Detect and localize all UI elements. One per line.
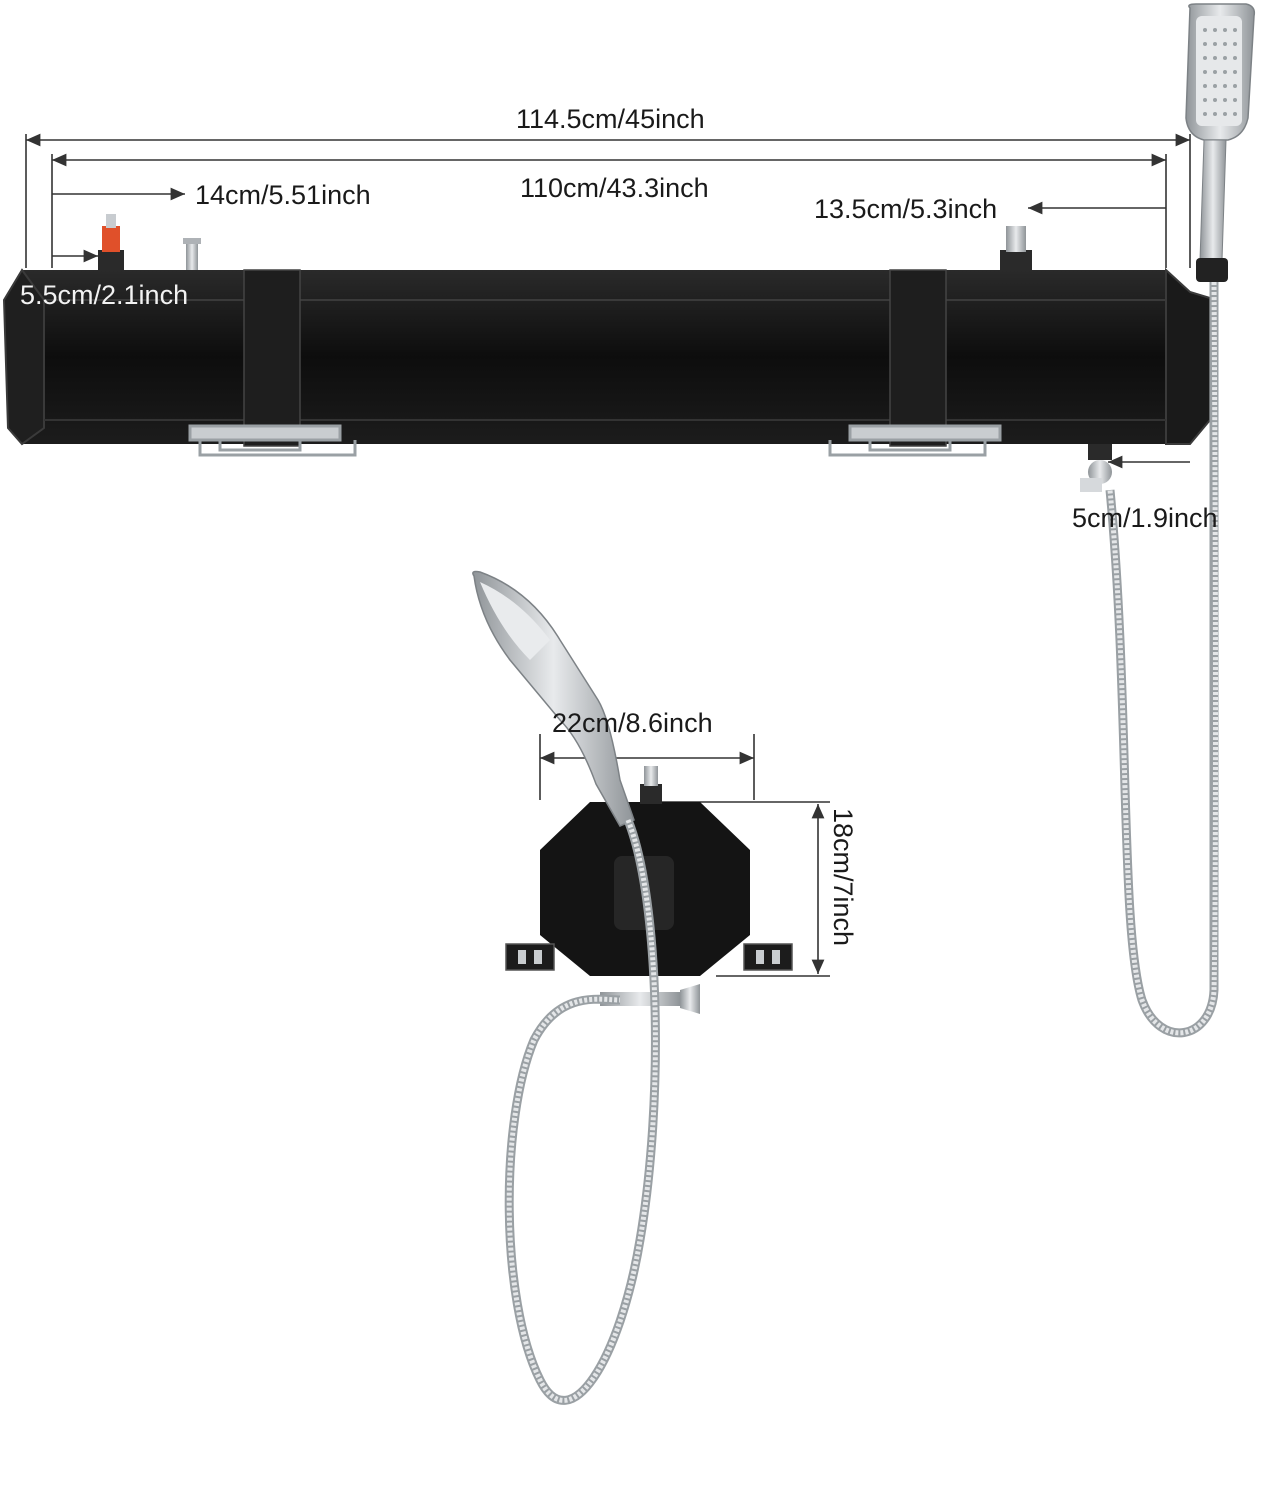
side-inlet-icon xyxy=(640,766,662,804)
side-hose-icon xyxy=(504,818,660,1405)
outlet-offset-label: 5cm/1.9inch xyxy=(1072,503,1218,533)
dimension-lines xyxy=(25,133,1191,977)
water-inlet-icon xyxy=(1000,226,1032,270)
side-width-label: 22cm/8.6inch xyxy=(552,708,713,738)
right-inlet-offset-label: 13.5cm/5.3inch xyxy=(814,194,998,224)
shower-head-icon xyxy=(1185,3,1256,282)
side-shower-head-icon xyxy=(472,570,635,827)
outlet-valve-icon xyxy=(1080,444,1112,492)
mount-bracket-left xyxy=(188,424,357,457)
end-cap-offset-label: 5.5cm/2.1inch xyxy=(20,280,189,310)
tank-length-label: 110cm/43.3inch xyxy=(520,173,709,203)
valve-icon xyxy=(98,214,124,270)
solar-shower-tank xyxy=(2,214,1211,492)
total-length-label: 114.5cm/45inch xyxy=(516,104,705,134)
side-bracket-right xyxy=(743,943,793,971)
pressure-valve-icon xyxy=(183,238,201,270)
left-valve-offset-label: 14cm/5.51inch xyxy=(195,180,371,210)
side-bracket-left xyxy=(505,943,555,971)
mount-bracket-right xyxy=(828,424,1002,457)
hose-icon xyxy=(1105,281,1220,1038)
side-height-label: 18cm/7inch xyxy=(828,808,858,947)
